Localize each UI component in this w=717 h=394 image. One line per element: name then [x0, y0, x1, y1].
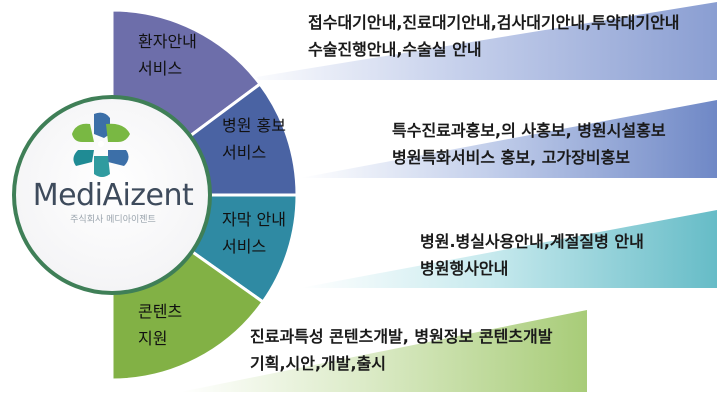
- segment-label-line2: 지원: [138, 329, 168, 348]
- segment-label-subtitle-guide: 자막 안내 서비스: [222, 206, 286, 260]
- segment-label-line2: 서비스: [222, 143, 267, 162]
- logo-wordmark: MediAizent: [32, 178, 194, 213]
- panel-text-content-support: 진료과특성 콘텐츠개발, 병원정보 콘텐츠개발 기획,시안,개발,출시: [250, 323, 552, 377]
- panel-text-line1: 특수진료과홍보,의 사홍보, 병원시설홍보: [392, 121, 666, 140]
- segment-label-line1: 콘텐츠: [138, 302, 183, 321]
- panel-text-line2: 기획,시안,개발,출시: [250, 354, 386, 373]
- panel-text-line1: 병원.병실사용안내,계절질병 안내: [420, 232, 644, 251]
- panel-text-hospital-pr: 특수진료과홍보,의 사홍보, 병원시설홍보 병원특화서비스 홍보, 고가장비홍보: [392, 117, 666, 171]
- panel-text-subtitle-guide: 병원.병실사용안내,계절질병 안내 병원행사안내: [420, 228, 644, 282]
- segment-label-line1: 자막 안내: [222, 210, 286, 229]
- segment-label-line1: 병원 홍보: [222, 116, 286, 135]
- segment-label-content-support: 콘텐츠 지원: [138, 298, 182, 352]
- panel-text-line2: 수술진행안내,수술실 안내: [308, 40, 482, 59]
- logo-hub-circle: [12, 95, 212, 295]
- panel-text-line1: 접수대기안내,진료대기안내,검사대기안내,투약대기안내: [308, 13, 680, 32]
- panel-text-line2: 병원특화서비스 홍보, 고가장비홍보: [392, 148, 631, 167]
- panel-text-line1: 진료과특성 콘텐츠개발, 병원정보 콘텐츠개발: [250, 327, 553, 346]
- segment-label-line2: 서비스: [138, 59, 183, 78]
- segment-label-line1: 환자안내: [138, 32, 197, 51]
- medical-cross-icon: [72, 112, 130, 177]
- segment-label-patient-guidance: 환자안내 서비스: [138, 28, 197, 82]
- panel-text-line2: 병원행사안내: [420, 259, 509, 278]
- panel-text-patient-guidance: 접수대기안내,진료대기안내,검사대기안내,투약대기안내 수술진행안내,수술실 안…: [308, 9, 680, 63]
- segment-label-hospital-pr: 병원 홍보 서비스: [222, 112, 286, 166]
- logo-subtitle: 주식회사 메디아이젠트: [70, 215, 156, 225]
- segment-label-line2: 서비스: [222, 237, 267, 256]
